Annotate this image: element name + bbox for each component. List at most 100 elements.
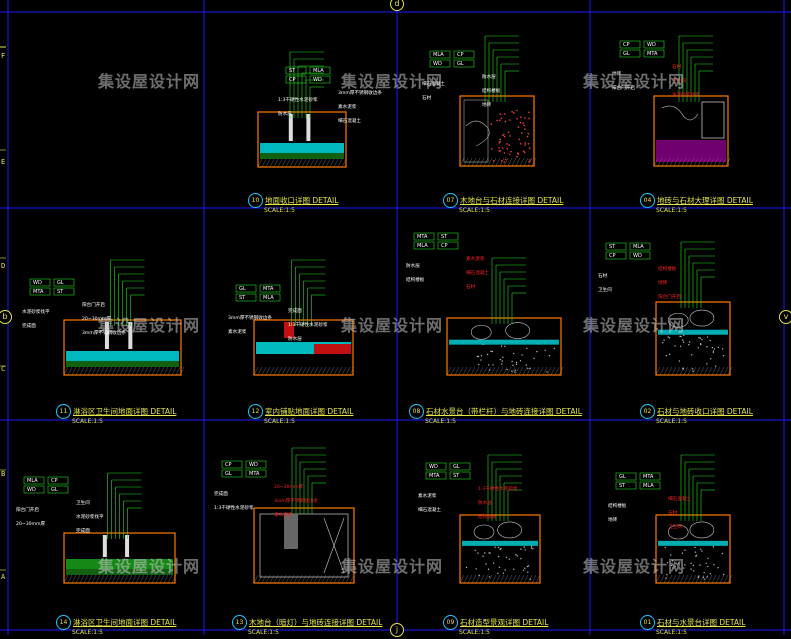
aggregate-speck: [513, 353, 514, 354]
hatch-line: [704, 367, 708, 375]
annotation-note: 细石混凝土: [466, 269, 489, 276]
hatch-line: [100, 367, 104, 375]
hatch-line: [543, 367, 547, 375]
aggregate-speck: [492, 351, 493, 352]
hatch-line: [492, 158, 496, 166]
hatch-line: [495, 367, 499, 375]
stone-speck: [493, 160, 495, 162]
aggregate-speck: [690, 568, 691, 569]
hatch-line: [274, 575, 278, 583]
stone-speck: [510, 151, 512, 153]
aggregate-speck: [707, 558, 708, 559]
watermark: 集设屋设计网: [583, 68, 685, 92]
annotation-note: 结构楼板: [658, 265, 677, 272]
stone-speck: [524, 142, 526, 144]
mortar-layer: [66, 361, 179, 367]
hatch-line: [532, 575, 536, 583]
aggregate-speck: [526, 348, 527, 349]
detail-title: 地面收口详图 DETAIL: [265, 196, 338, 205]
aggregate-speck: [520, 360, 521, 361]
aggregate-speck: [488, 552, 489, 553]
stainless-trim: [306, 114, 310, 141]
hatch-line: [326, 159, 330, 167]
hatch-line: [112, 367, 116, 375]
hatch-line: [499, 367, 503, 375]
water-line: [462, 541, 538, 546]
hatch-line: [480, 575, 484, 583]
callout-tag: MTA: [33, 289, 44, 295]
annotation-note: 素水泥浆: [418, 492, 437, 499]
detail-label: 07木地台与石材连接详图 DETAIL SCALE:1:5: [443, 190, 563, 214]
hatch-line: [294, 159, 298, 167]
stone-speck: [528, 143, 530, 145]
hatch-line: [516, 575, 520, 583]
stone-speck: [499, 139, 501, 141]
watermark: 集设屋设计网: [583, 553, 685, 577]
hatch-line: [524, 158, 528, 166]
hatch-line: [286, 367, 290, 375]
aggregate-speck: [466, 567, 467, 568]
hatch-line: [164, 367, 168, 375]
callout-tag: WD: [27, 487, 36, 493]
stone-speck: [501, 118, 503, 120]
hatch-line: [488, 575, 492, 583]
aggregate-speck: [478, 355, 479, 356]
hatch-line: [318, 159, 322, 167]
aggregate-speck: [707, 576, 708, 577]
detail-number: 14: [56, 615, 71, 630]
section-detail: [460, 36, 536, 166]
annotation-note: 水泥砂浆找平: [672, 91, 700, 98]
aggregate-speck: [488, 364, 489, 365]
aggregate-speck: [506, 557, 507, 558]
hatch-line: [254, 575, 258, 583]
section-detail: [447, 258, 563, 375]
stone-speck: [504, 113, 506, 115]
hatch-line: [152, 367, 156, 375]
hatch-line: [346, 367, 350, 375]
hatch-line: [176, 367, 180, 375]
watermark: 集设屋设计网: [98, 553, 200, 577]
boulder: [506, 323, 530, 339]
hatch-line: [720, 575, 724, 583]
hatch-line: [508, 158, 512, 166]
annotation-note: 素水泥浆: [338, 103, 357, 110]
annotation-note: 3mm厚不锈钢收边条: [274, 497, 318, 504]
aggregate-speck: [513, 569, 514, 570]
hatch-line: [254, 367, 258, 375]
annotation-note: 卫生间: [76, 499, 90, 506]
detail-title: 石材造型景观详图 DETAIL: [460, 618, 548, 627]
hatch-line: [520, 575, 524, 583]
hatch-line: [322, 575, 326, 583]
stone-speck: [506, 148, 508, 150]
hatch-line: [92, 575, 96, 583]
aggregate-speck: [682, 339, 683, 340]
hatch-line: [515, 367, 519, 375]
aggregate-speck: [546, 371, 547, 372]
annotation-note: 石材: [668, 509, 678, 516]
detail-title: 淋浴区卫生间地面详图 DETAIL: [73, 407, 176, 416]
hatch-line: [68, 367, 72, 375]
hatch-line: [96, 367, 100, 375]
hatch-line: [496, 158, 500, 166]
annotation-note: 阳台门开启: [658, 293, 681, 300]
stone-speck: [504, 136, 506, 138]
hatch-line: [76, 367, 80, 375]
hatch-line: [708, 367, 712, 375]
callout-tag: ST: [57, 289, 64, 295]
aggregate-speck: [694, 547, 695, 548]
hatch-line: [302, 159, 306, 167]
callout-tag: MTA: [263, 286, 274, 292]
hatch-line: [310, 575, 314, 583]
timber-grain: [466, 121, 489, 146]
hatch-line: [700, 575, 704, 583]
stone-speck: [520, 116, 522, 118]
section-outline: [460, 96, 534, 166]
hatch-line: [516, 158, 520, 166]
stone-speck: [509, 135, 511, 137]
hatch-line: [720, 367, 724, 375]
aggregate-speck: [499, 567, 500, 568]
hatch-line: [338, 159, 342, 167]
detail-scale: SCALE:1:5: [264, 418, 353, 425]
aggregate-speck: [717, 567, 718, 568]
aggregate-speck: [512, 364, 513, 365]
